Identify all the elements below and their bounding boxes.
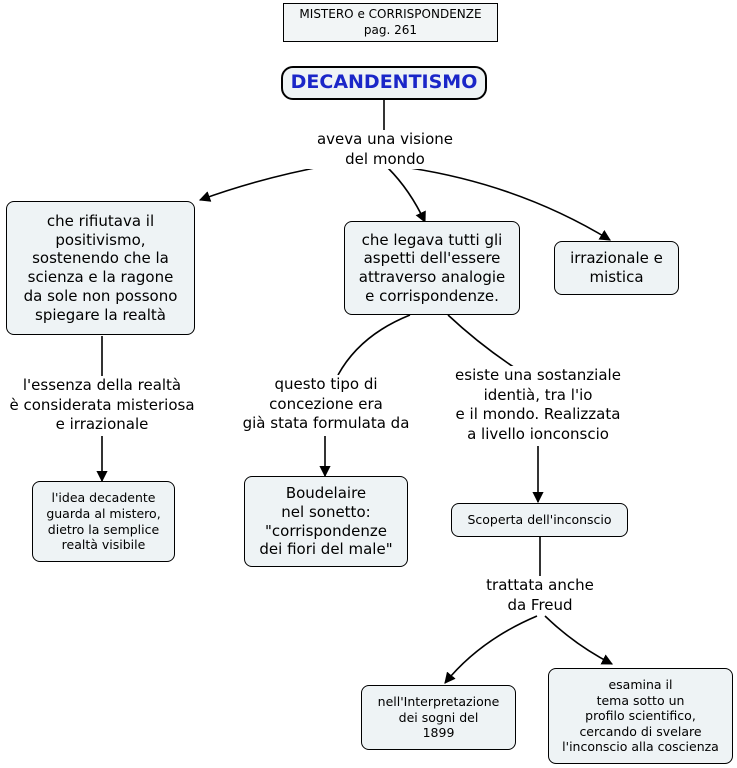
edge-label-freud: trattata anche da Freud xyxy=(470,576,610,615)
edge-label-concezione: questo tipo di concezione era già stata … xyxy=(233,375,419,434)
arrow-to-esamina xyxy=(544,615,613,665)
node-boudelaire: Boudelaire nel sonetto: "corrispondenze … xyxy=(244,476,408,567)
arrow-to-positivismo xyxy=(198,164,331,202)
link-analogie-concezione xyxy=(337,314,411,376)
arrow-to-analogie xyxy=(387,167,426,224)
edge-label-identita: esiste una sostanziale identià, tra l'io… xyxy=(438,366,638,444)
node-mistero: l'idea decadente guarda al mistero, diet… xyxy=(32,481,175,562)
edge-label-visione: aveva una visione del mondo xyxy=(298,130,472,169)
arrow-to-interpretazione xyxy=(444,615,538,684)
node-esamina: esamina il tema sotto un profilo scienti… xyxy=(548,668,733,764)
page-header: MISTERO e CORRISPONDENZE pag. 261 xyxy=(283,3,498,42)
edge-label-essenza: l'essenza della realtà è considerata mis… xyxy=(4,376,200,435)
node-inconscio: Scoperta dell'inconscio xyxy=(451,503,628,537)
node-interpretazione: nell'Interpretazione dei sogni del 1899 xyxy=(361,685,516,750)
node-analogie: che legava tutti gli aspetti dell'essere… xyxy=(344,221,520,315)
link-analogie-identita xyxy=(447,314,519,371)
node-irrazionale: irrazionale e mistica xyxy=(554,241,679,295)
node-positivismo: che rifiutava il positivismo, sostenendo… xyxy=(6,201,195,335)
root-node: DECANDENTISMO xyxy=(281,66,487,100)
arrow-to-irrazionale xyxy=(409,167,611,241)
